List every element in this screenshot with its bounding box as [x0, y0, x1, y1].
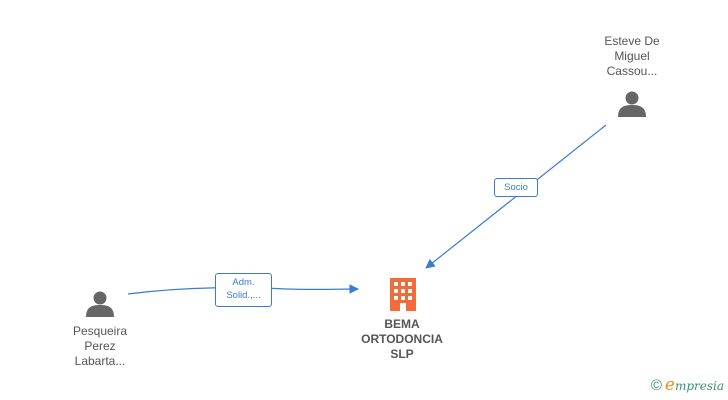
label-line: SLP — [390, 347, 414, 361]
edge-adm — [127, 284, 359, 295]
label-line: Labarta... — [74, 354, 126, 368]
edge-label-text: Socio — [504, 182, 528, 193]
label-line: Miguel — [614, 49, 650, 63]
label-line: Pesqueira — [72, 324, 128, 338]
edge-label-adm[interactable]: Adm. Solid.,... — [215, 273, 272, 307]
label-line: Esteve De — [604, 34, 660, 48]
person-icon[interactable] — [618, 91, 646, 118]
person-icon[interactable] — [86, 291, 114, 318]
brand-watermark: ©empresia — [651, 375, 724, 395]
edge-label-socio[interactable]: Socio — [494, 178, 538, 197]
copyright-icon: © — [650, 377, 662, 394]
label-line: Cassou... — [606, 64, 658, 78]
edge-label-text: Solid.,... — [226, 290, 261, 301]
label-line: ORTODONCIA — [361, 332, 443, 346]
person-label-left[interactable]: Pesqueira Perez Labarta... — [58, 324, 142, 369]
edge-label-text: Adm. — [232, 277, 255, 288]
brand-logo-text: mpresia — [674, 379, 724, 393]
label-line: BEMA — [384, 317, 420, 331]
person-label-top[interactable]: Esteve De Miguel Cassou... — [590, 34, 674, 79]
company-building-icon[interactable] — [390, 278, 416, 311]
brand-logo-initial: e — [664, 375, 675, 395]
label-line: Perez — [84, 339, 116, 353]
company-label[interactable]: BEMA ORTODONCIA SLP — [352, 317, 452, 362]
